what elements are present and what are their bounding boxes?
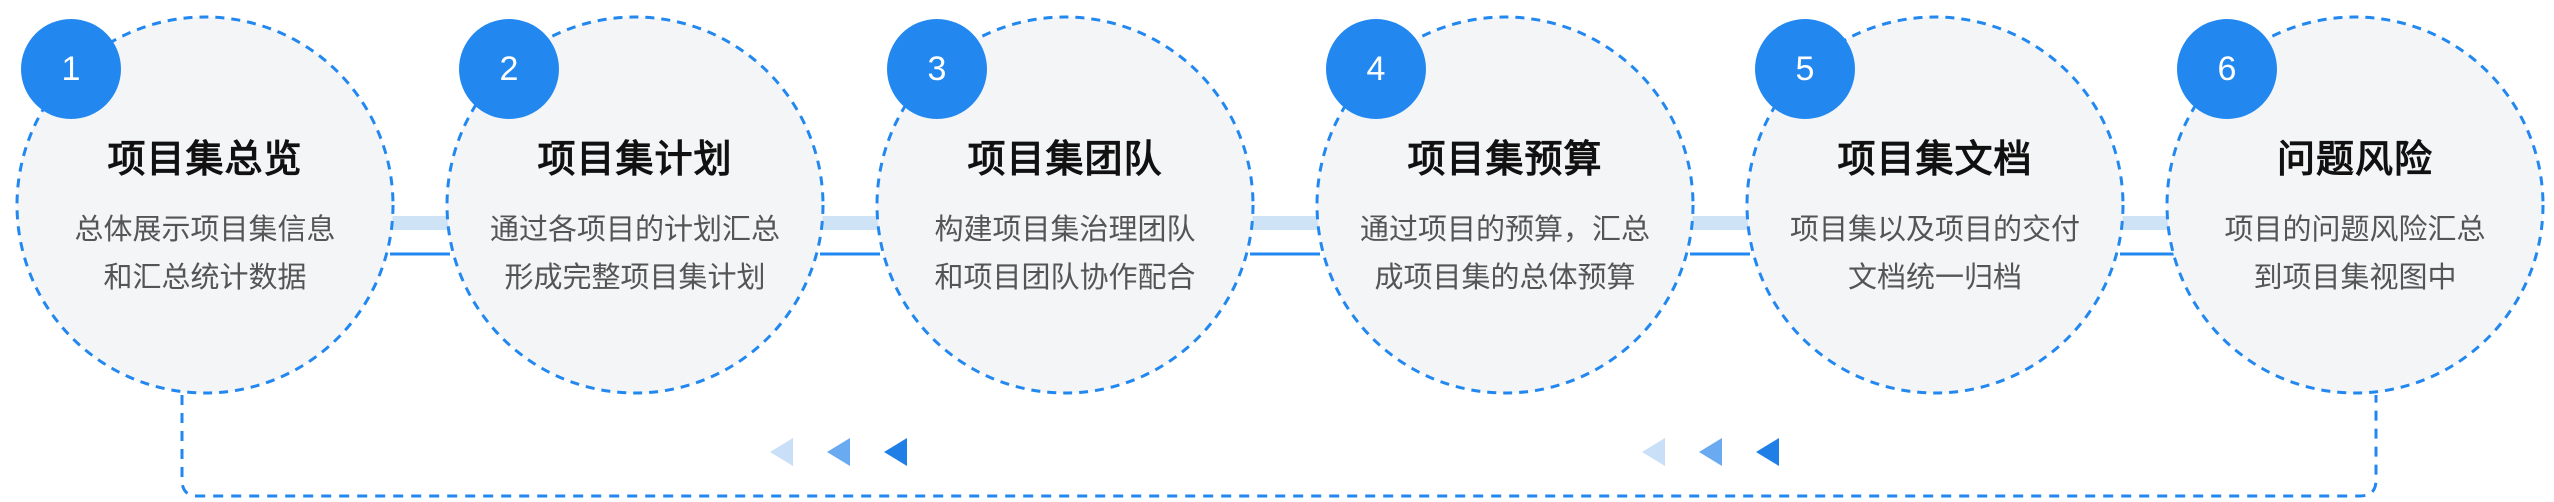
connector-1-2 — [390, 216, 450, 230]
step-title-6: 问题风险 — [2276, 137, 2433, 181]
step-circle-3 — [875, 15, 1255, 395]
arrow-left-mid — [827, 438, 850, 466]
step-number-badge-3: 3 — [887, 19, 987, 119]
step-content-1: 项目集总览 总体展示项目集信息 和汇总统计数据 — [25, 128, 385, 301]
step-number-badge-2: 2 — [459, 19, 559, 119]
step-desc-line-2a: 通过各项目的计划汇总 — [489, 212, 780, 246]
step-desc-line-1b: 和汇总统计数据 — [103, 260, 307, 294]
step-title-5: 项目集文档 — [1837, 137, 2033, 181]
step-desc-line-6a: 项目的问题风险汇总 — [2224, 212, 2486, 246]
arrow-right-dark — [1756, 438, 1779, 466]
step-circle-1 — [15, 15, 395, 395]
step-desc-line-1a: 总体展示项目集信息 — [74, 212, 336, 246]
return-arrows-left — [770, 438, 907, 466]
step-number-3: 3 — [927, 49, 947, 88]
arrow-left-dark — [884, 438, 907, 466]
step-number-badge-6: 6 — [2177, 19, 2277, 119]
arrow-right-mid — [1699, 438, 1722, 466]
step-circles — [15, 15, 2545, 395]
step-number-badge-4: 4 — [1326, 19, 1426, 119]
connectors — [390, 216, 2180, 256]
step-number-2: 2 — [499, 49, 519, 88]
step-title-2: 项目集计划 — [537, 137, 733, 181]
step-desc-line-5a: 项目集以及项目的交付 — [1789, 212, 2080, 246]
connector-5-6 — [2120, 216, 2180, 230]
step-circle-4 — [1315, 15, 1695, 395]
step-desc-line-4b: 成项目集的总体预算 — [1374, 260, 1636, 294]
step-number-6: 6 — [2217, 49, 2237, 88]
step-desc-line-3a: 构建项目集治理团队 — [934, 212, 1196, 246]
step-content-2: 项目集计划 通过各项目的计划汇总 形成完整项目集计划 — [455, 128, 815, 301]
step-circle-6 — [2165, 15, 2545, 395]
step-desc-line-5b: 文档统一归档 — [1847, 260, 2022, 294]
connector-2-3 — [820, 216, 880, 230]
step-number-badge-1: 1 — [21, 19, 121, 119]
step-desc-line-2b: 形成完整项目集计划 — [504, 260, 766, 294]
return-arrows-right — [1642, 438, 1779, 466]
step-title-1: 项目集总览 — [107, 137, 303, 181]
arrow-left-light — [770, 438, 793, 466]
step-title-4: 项目集预算 — [1407, 137, 1603, 181]
step-circle-2 — [445, 15, 825, 395]
step-number-1: 1 — [61, 49, 81, 88]
return-loop-line — [180, 395, 2378, 498]
step-title-3: 项目集团队 — [967, 137, 1163, 181]
step-content-6: 问题风险 项目的问题风险汇总 到项目集视图中 — [2175, 128, 2535, 301]
step-number-badge-5: 5 — [1755, 19, 1855, 119]
connector-3-4 — [1250, 216, 1320, 230]
step-desc-line-6b: 到项目集视图中 — [2253, 260, 2457, 294]
step-desc-line-4a: 通过项目的预算，汇总 — [1359, 212, 1650, 246]
step-number-5: 5 — [1795, 49, 1815, 88]
arrow-right-light — [1642, 438, 1665, 466]
step-content-4: 项目集预算 通过项目的预算，汇总 成项目集的总体预算 — [1325, 128, 1685, 301]
step-content-3: 项目集团队 构建项目集治理团队 和项目团队协作配合 — [885, 128, 1245, 301]
connector-4-5 — [1690, 216, 1750, 230]
step-number-4: 4 — [1366, 49, 1386, 88]
step-desc-line-3b: 和项目团队协作配合 — [934, 260, 1196, 294]
step-content-5: 项目集文档 项目集以及项目的交付 文档统一归档 — [1755, 128, 2115, 301]
step-circle-5 — [1745, 15, 2125, 395]
